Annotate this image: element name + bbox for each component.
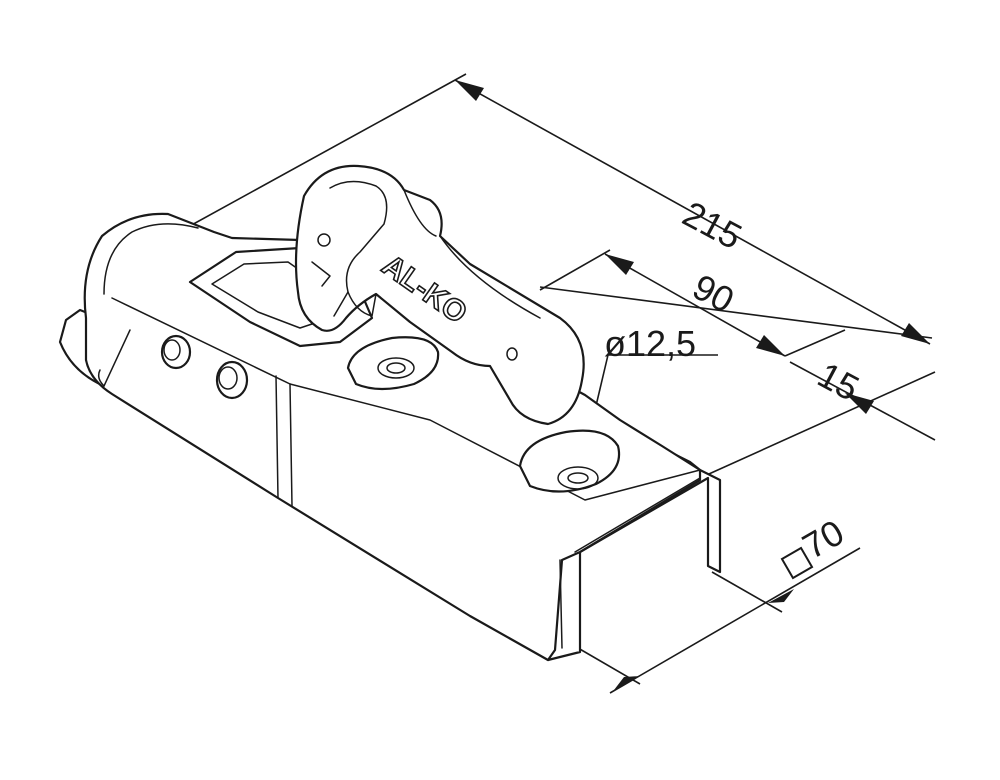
housing-side-crease-2 bbox=[289, 383, 293, 507]
dimension-215-arrow-start bbox=[455, 80, 484, 101]
handle-inner-edge bbox=[329, 180, 388, 317]
channel-front-edge bbox=[559, 559, 563, 649]
dimension-15-arrow bbox=[845, 393, 874, 414]
handle-latch-notch bbox=[311, 261, 331, 287]
square-profile-icon bbox=[780, 546, 814, 580]
dimension-70-label: 70 bbox=[780, 511, 851, 580]
dimension-90-extension bbox=[539, 249, 611, 291]
coupling-body bbox=[58, 212, 722, 662]
side-bolt-2 bbox=[215, 360, 249, 400]
dimension-215-text: 215 bbox=[676, 193, 748, 257]
side-bolt-1 bbox=[160, 334, 192, 370]
dimension-70-arrow-top bbox=[768, 589, 794, 603]
handle-top-crease bbox=[403, 189, 437, 237]
dimension-215-line bbox=[454, 79, 931, 345]
dimension-215-extension-end bbox=[539, 286, 933, 339]
channel-top-edge bbox=[574, 477, 701, 553]
dimension-70-extension-top bbox=[711, 571, 783, 613]
housing-side-crease-1 bbox=[275, 375, 279, 499]
dimension-70-arrow-bottom bbox=[614, 676, 640, 690]
flange-left-edge bbox=[103, 329, 131, 387]
flange-tab bbox=[97, 369, 105, 387]
hole-diameter-text: ø12,5 bbox=[604, 323, 696, 364]
release-handle: AL-KO bbox=[294, 164, 585, 426]
dimension-15-extension-top bbox=[784, 329, 846, 357]
handle-lock-tab bbox=[347, 291, 377, 317]
dimension-215-arrow-end bbox=[901, 323, 930, 344]
dimension-90-arrow-end bbox=[756, 335, 785, 356]
handle-pin-1 bbox=[317, 233, 331, 247]
dimension-215-extension-start bbox=[167, 73, 467, 239]
mounting-hole-front bbox=[346, 336, 440, 391]
dimension-90-arrow-start bbox=[605, 254, 634, 275]
dimension-90-line bbox=[604, 253, 786, 357]
handle-pin-2 bbox=[506, 347, 518, 361]
dimension-15-extension bbox=[699, 371, 936, 479]
housing-dome-edge bbox=[103, 223, 199, 295]
dimension-70-line bbox=[609, 547, 861, 694]
mounting-hole-rear bbox=[518, 429, 621, 493]
housing-top-edge bbox=[111, 297, 701, 501]
handle-ridge bbox=[439, 235, 541, 319]
